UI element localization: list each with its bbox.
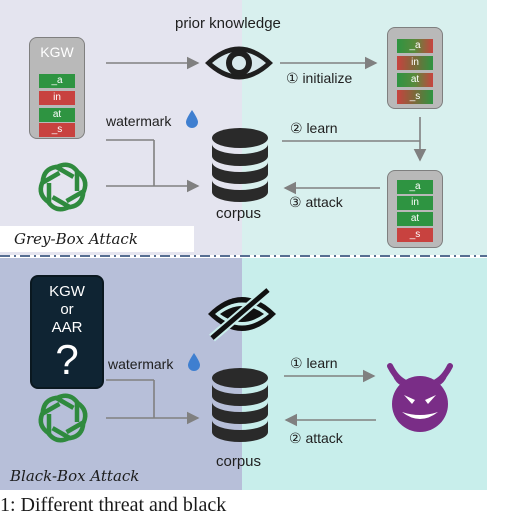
- eye-slash-icon: [208, 286, 276, 342]
- corpus-label-top: corpus: [216, 205, 262, 222]
- watermark-label-bottom: watermark: [108, 356, 174, 372]
- scheme-or: or: [60, 301, 74, 318]
- eye-icon: [205, 46, 273, 80]
- water-drop-icon-bottom: [188, 353, 200, 371]
- devil-icon: [387, 363, 453, 432]
- attack-label-top: ③ attack: [289, 194, 343, 210]
- kgw-title: KGW: [40, 44, 74, 60]
- init-token-at: at: [397, 73, 433, 87]
- grey-box-teal-region: [242, 0, 487, 255]
- separator-line: [0, 255, 487, 257]
- attack-label-bottom: ② attack: [289, 430, 343, 446]
- openai-logo-icon: [38, 162, 88, 212]
- water-drop-icon: [186, 110, 198, 128]
- unknown-scheme-card: KGW or AAR ?: [30, 275, 104, 389]
- scheme-kgw: KGW: [49, 283, 85, 300]
- question-mark-icon: ?: [55, 336, 79, 383]
- attack-token-in: in: [397, 196, 433, 210]
- init-token-a: _a: [397, 39, 433, 53]
- initialized-model-card: _a in at _s: [387, 27, 443, 109]
- black-box-label: Black-Box Attack: [0, 463, 200, 490]
- init-token-in: in: [397, 56, 433, 70]
- kgw-token-in: in: [39, 91, 75, 105]
- learn-label-bottom: ① learn: [290, 355, 338, 371]
- openai-logo-icon-bottom: [38, 393, 88, 443]
- kgw-token-a: _a: [39, 74, 75, 88]
- corpus-label-bottom: corpus: [216, 453, 262, 470]
- attack-token-at: at: [397, 212, 433, 226]
- prior-knowledge-label: prior knowledge: [175, 15, 281, 32]
- figure-caption: 1: Different threat and black: [0, 494, 227, 516]
- watermark-label-top: watermark: [106, 113, 172, 129]
- kgw-token-at: at: [39, 108, 75, 122]
- kgw-token-s: _s: [39, 123, 75, 137]
- attack-token-s: _s: [397, 228, 433, 242]
- database-icon-bottom: [212, 368, 268, 442]
- learn-label-top: ② learn: [290, 120, 338, 136]
- arrows-top: [106, 56, 427, 195]
- database-icon: [212, 128, 268, 202]
- attack-token-a: _a: [397, 180, 433, 194]
- kgw-card: KGW _a in at _s: [29, 37, 85, 139]
- grey-box-label: Grey-Box Attack: [0, 226, 194, 252]
- scheme-aar: AAR: [51, 319, 83, 336]
- arrows-bottom: [106, 369, 376, 427]
- init-token-s: _s: [397, 90, 433, 104]
- initialize-label: ① initialize: [286, 70, 353, 86]
- learned-model-card: _a in at _s: [387, 170, 443, 248]
